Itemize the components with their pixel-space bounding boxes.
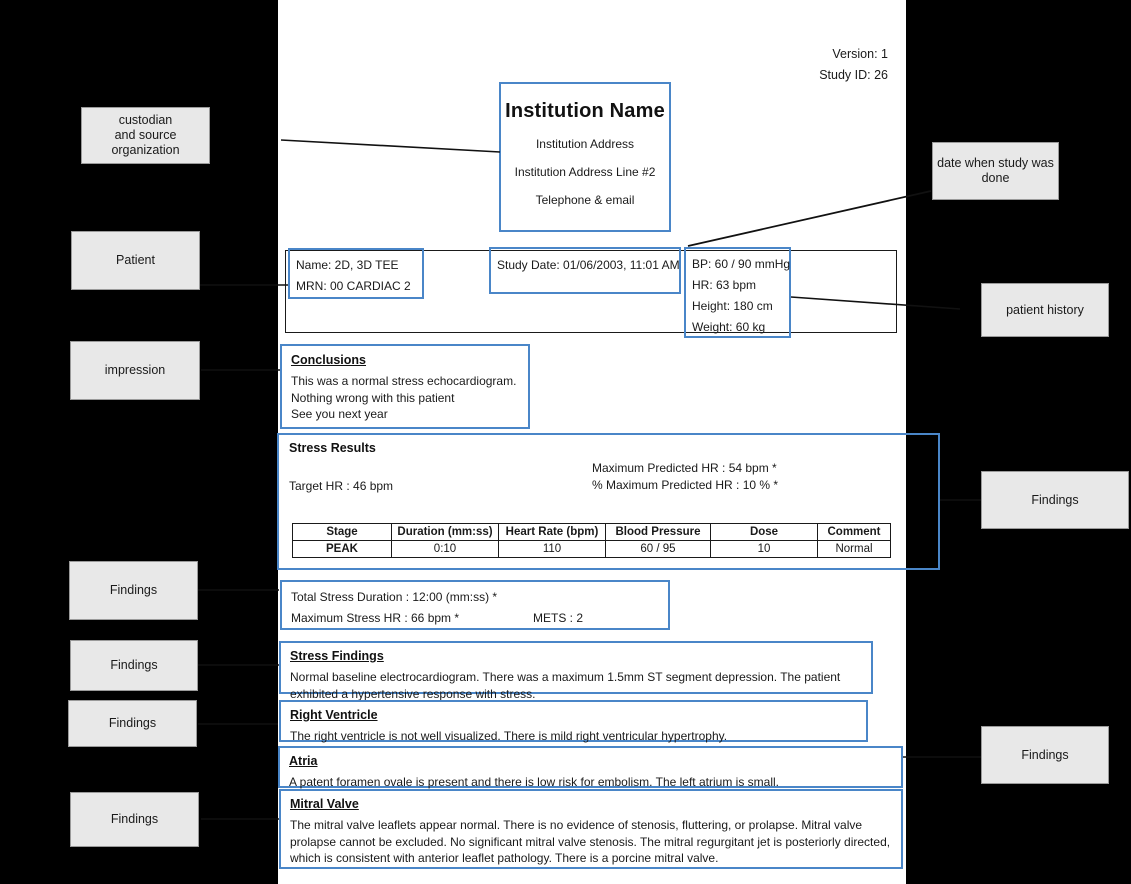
col-duration: Duration (mm:ss): [391, 523, 499, 541]
target-hr-value: Target HR : 46 bpm: [289, 479, 394, 493]
predicted-hr-group: Maximum Predicted HR : 54 bpm * % Maximu…: [592, 460, 778, 494]
table-header-row: Stage Duration (mm:ss) Heart Rate (bpm) …: [292, 523, 891, 541]
vital-hr: HR: 63 bpm: [692, 278, 757, 292]
conclusions-title: Conclusions: [291, 353, 367, 367]
patient-row-outline: [285, 250, 897, 333]
stress-results-box: [277, 433, 940, 570]
cell-blood-pressure: 60 / 95: [605, 540, 711, 558]
version-label: Version:: [832, 47, 878, 61]
stress-stage-table: Stage Duration (mm:ss) Heart Rate (bpm) …: [292, 523, 891, 558]
col-dose: Dose: [710, 523, 818, 541]
vital-weight: Weight: 60 kg: [692, 320, 766, 334]
institution-address-1: Institution Address: [535, 137, 635, 151]
atria-title: Atria: [289, 754, 318, 768]
col-heart-rate: Heart Rate (bpm): [498, 523, 606, 541]
cell-duration: 0:10: [391, 540, 499, 558]
col-comment: Comment: [817, 523, 891, 541]
mets-value: METS : 2: [533, 611, 584, 625]
mitral-valve-body: The mitral valve leaflets appear normal.…: [290, 818, 891, 865]
col-stage: Stage: [292, 523, 392, 541]
maximum-stress-hr-row: Maximum Stress HR : 66 bpm * METS : 2: [291, 608, 659, 629]
institution-name: Institution Name: [505, 100, 665, 122]
atria-body: A patent foramen ovale is present and th…: [289, 775, 779, 789]
patient-mrn: MRN: 00 CARDIAC 2: [296, 279, 411, 293]
stress-findings-body: Normal baseline electrocardiogram. There…: [290, 670, 841, 701]
col-blood-pressure: Blood Pressure: [605, 523, 711, 541]
mitral-valve-title: Mitral Valve: [290, 797, 359, 811]
max-predicted-hr-value: Maximum Predicted HR : 54 bpm *: [592, 461, 777, 475]
callout-custodian-and-source-organization[interactable]: custodian and source organization: [81, 107, 210, 164]
institution-address-2: Institution Address Line #2: [514, 165, 656, 179]
right-ventricle-title: Right Ventricle: [290, 708, 378, 722]
callout-findings-3[interactable]: Findings: [68, 700, 197, 747]
right-ventricle-box: Right Ventricle The right ventricle is n…: [279, 700, 868, 743]
vital-bp: BP: 60 / 90 mmHg: [692, 257, 791, 271]
version-block: Version: 1 Study ID: 26: [819, 44, 888, 86]
vital-height: Height: 180 cm: [692, 299, 773, 313]
callout-impression[interactable]: impression: [70, 341, 200, 400]
institution-header-box: Institution Name Institution Address Ins…: [499, 82, 671, 232]
conclusions-body: This was a normal stress echocardiogram.…: [291, 374, 517, 421]
vitals-box: BP: 60 / 90 mmHg HR: 63 bpm Height: 180 …: [684, 247, 791, 338]
stress-results-title: Stress Results: [289, 441, 376, 455]
cell-comment: Normal: [817, 540, 891, 558]
patient-identity-box: Name: 2D, 3D TEE MRN: 00 CARDIAC 2: [288, 248, 424, 299]
stress-findings-box: Stress Findings Normal baseline electroc…: [279, 641, 873, 701]
study-id-line: Study ID: 26: [819, 65, 888, 86]
study-date: Study Date: 01/06/2003, 11:01 AM: [497, 258, 680, 272]
institution-contact: Telephone & email: [535, 193, 635, 207]
callout-findings-2[interactable]: Findings: [70, 640, 198, 691]
cell-stage: PEAK: [292, 540, 392, 558]
study-id-value: 26: [874, 68, 888, 82]
callout-findings-right-1[interactable]: Findings: [981, 471, 1129, 529]
callout-date-when-study-was-done[interactable]: date when study was done: [932, 142, 1059, 200]
study-id-label: Study ID:: [819, 68, 871, 82]
version-line: Version: 1: [819, 44, 888, 65]
callout-findings-1[interactable]: Findings: [69, 561, 198, 620]
callout-patient[interactable]: Patient: [71, 231, 200, 290]
pct-max-predicted-hr-value: % Maximum Predicted HR : 10 % *: [592, 478, 779, 492]
stress-totals-box: Total Stress Duration : 12:00 (mm:ss) * …: [280, 580, 670, 630]
atria-box: Atria A patent foramen ovale is present …: [278, 746, 903, 789]
total-stress-duration: Total Stress Duration : 12:00 (mm:ss) *: [291, 590, 498, 604]
callout-findings-4[interactable]: Findings: [70, 792, 199, 847]
study-date-box: Study Date: 01/06/2003, 11:01 AM: [489, 247, 681, 294]
table-row: PEAK 0:10 110 60 / 95 10 Normal: [292, 540, 891, 558]
mitral-valve-box: Mitral Valve The mitral valve leaflets a…: [279, 789, 903, 869]
conclusions-box: Conclusions This was a normal stress ech…: [280, 344, 530, 429]
callout-patient-history[interactable]: patient history: [981, 283, 1109, 337]
maximum-stress-hr: Maximum Stress HR : 66 bpm *: [291, 611, 460, 625]
cell-dose: 10: [710, 540, 818, 558]
callout-findings-right-2[interactable]: Findings: [981, 726, 1109, 784]
right-ventricle-body: The right ventricle is not well visualiz…: [290, 729, 728, 743]
stress-findings-title: Stress Findings: [290, 649, 384, 663]
cell-heart-rate: 110: [498, 540, 606, 558]
patient-name: Name: 2D, 3D TEE: [296, 258, 399, 272]
version-value: 1: [881, 47, 888, 61]
